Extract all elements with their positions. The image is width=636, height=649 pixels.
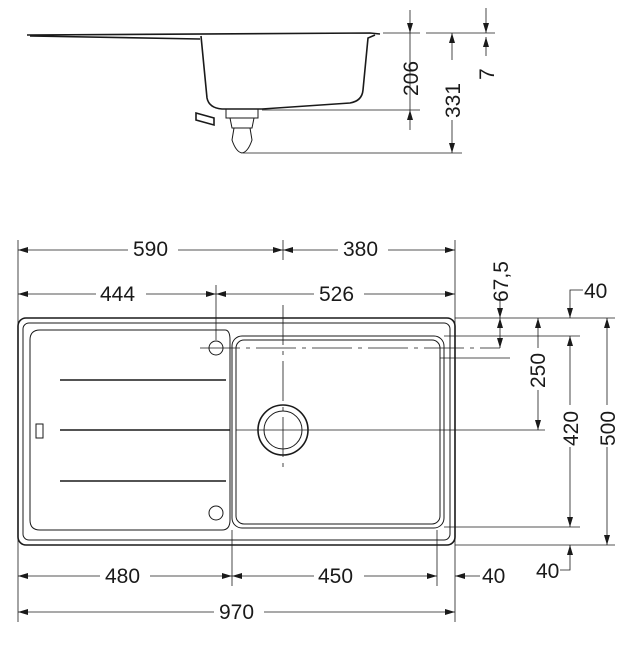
countertop-profile [26,32,381,40]
dim-40-top: 40 [584,280,607,303]
dim-970: 970 [219,601,254,624]
side-view: 206 331 7 [26,8,499,154]
extension-lines [17,240,615,622]
dim-250: 250 [527,353,550,388]
bowl-outline [231,335,445,529]
dim-526: 526 [319,283,354,306]
overflow-hose [195,111,215,127]
tap-hole [208,505,224,521]
dim-380: 380 [343,238,378,261]
drainboard-edge [29,329,231,531]
top-view: 590 380 444 526 480 450 40 970 67,5 250 … [17,236,620,624]
drainboard-slot [35,423,44,439]
dim-40-bottom: 40 [536,560,559,583]
bowl-profile [200,34,376,110]
dim-590: 590 [133,238,168,261]
dim-500: 500 [597,411,620,446]
dim-480: 480 [105,565,140,588]
dim-444: 444 [100,283,135,306]
dim-206: 206 [400,61,423,96]
dim-7: 7 [476,68,499,80]
dim-331: 331 [442,83,465,118]
dim-40-right: 40 [482,565,505,588]
dim-67-5: 67,5 [490,261,513,302]
drain-assembly [225,109,259,154]
dim-450: 450 [318,565,353,588]
dim-420: 420 [560,411,583,446]
drainboard-grooves [60,379,230,482]
